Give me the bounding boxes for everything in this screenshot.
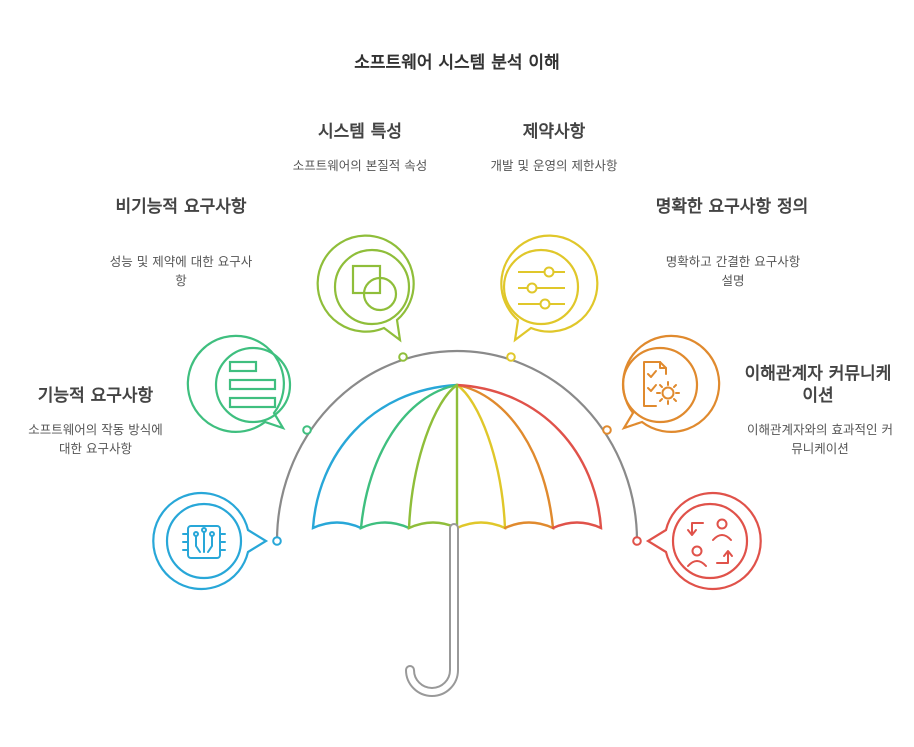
item-heading-5: 명확한 요구사항 정의	[655, 197, 809, 217]
page-title: 소프트웨어 시스템 분석 이해	[354, 53, 560, 73]
bubble-6	[645, 491, 762, 591]
square-circle-icon	[351, 264, 398, 312]
canopy-segment-3	[407, 383, 459, 530]
item-description-2: 성능 및 제약에 대한 요구사항	[109, 254, 253, 288]
canopy-segment-1	[311, 383, 459, 530]
canopy-segment-2	[359, 383, 459, 530]
item-heading-2: 비기능적 요구사항	[115, 197, 247, 217]
item-heading-4: 제약사항	[522, 122, 586, 142]
bubble-1	[152, 491, 269, 591]
umbrella-canopy	[311, 383, 603, 530]
umbrella-handle-inner	[407, 525, 457, 695]
canopy-segment-4	[455, 383, 507, 530]
bubble-2	[186, 334, 292, 433]
item-description-1: 소프트웨어의 작동 방식에 대한 요구사항	[28, 422, 163, 456]
canopy-segment-6	[455, 383, 603, 530]
canopy-segment-5	[455, 383, 555, 530]
item-description-6: 이해관계자와의 효과적인 커뮤니케이션	[747, 422, 893, 456]
bubble-5	[621, 334, 721, 433]
arc-connector-dots	[272, 352, 642, 546]
outer-arc	[275, 349, 639, 542]
item-heading-3: 시스템 특성	[317, 122, 403, 142]
bubble-3	[316, 234, 415, 343]
bubble-4	[500, 234, 599, 343]
document-gear-icon	[643, 361, 680, 407]
item-heading-6: 이해관계자 커뮤니케이션	[744, 364, 892, 406]
bars-list-icon	[228, 360, 277, 409]
circuit-chip-icon	[182, 525, 226, 559]
umbrella-handle	[405, 523, 459, 697]
sliders-icon	[518, 266, 565, 310]
item-heading-1: 기능적 요구사항	[37, 386, 154, 406]
people-exchange-icon	[687, 518, 733, 567]
item-description-4: 개발 및 운영의 제한사항	[490, 158, 618, 173]
item-description-3: 소프트웨어의 본질적 속성	[292, 158, 428, 173]
item-description-5: 명확하고 간결한 요구사항 설명	[665, 254, 801, 288]
